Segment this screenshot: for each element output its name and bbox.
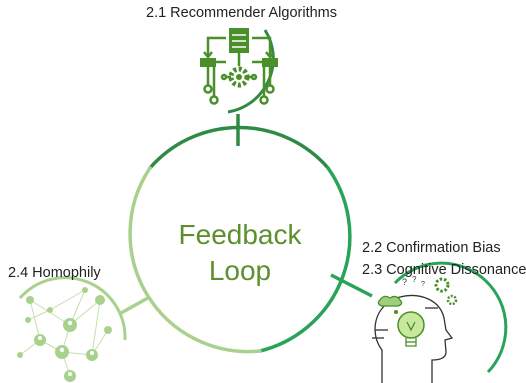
label-homophily: 2.4 Homophily: [8, 265, 101, 281]
lightbulb-head-icon: ? ? ?: [372, 275, 458, 383]
label-recommender-algorithms: 2.1 Recommender Algorithms: [146, 5, 337, 21]
label-confirmation-bias: 2.2 Confirmation Bias: [362, 240, 501, 256]
svg-text:?: ?: [402, 277, 407, 287]
svg-text:?: ?: [412, 275, 417, 284]
center-title-line1: Feedback: [178, 219, 302, 250]
label-cognitive-dissonance: 2.3 Cognitive Dissonance: [362, 262, 526, 278]
connector-left: [120, 296, 149, 315]
connector-right: [330, 273, 373, 298]
loop-arc-right: [258, 166, 352, 353]
loop-arc-left: [128, 166, 262, 354]
people-network-icon: [17, 287, 112, 382]
center-title-line2: Loop: [208, 255, 272, 286]
svg-text:?: ?: [421, 281, 425, 288]
flowchart-gear-icon: [200, 28, 278, 105]
ring-arc-homophily: [18, 276, 127, 341]
ring-arc-cognitive: [393, 261, 508, 374]
